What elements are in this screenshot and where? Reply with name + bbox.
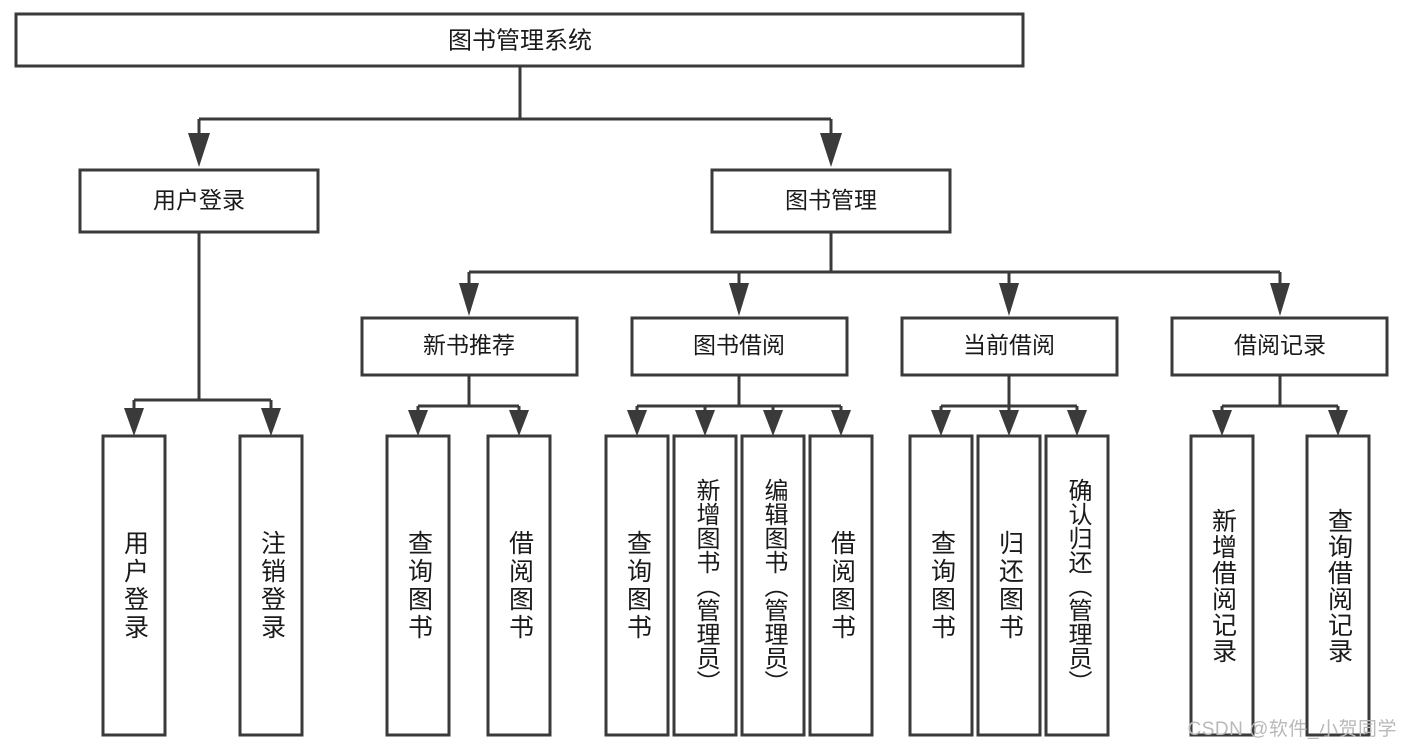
node-user-login-label: 用户登录 [153, 187, 245, 213]
node-leaf-return-book[interactable] [976, 434, 1042, 737]
arrow-head-book-management [820, 133, 842, 167]
arrow-head-user-login [188, 133, 210, 167]
connector-group-borrow-record [1212, 375, 1348, 436]
node-current-borrow-label: 当前借阅 [963, 332, 1055, 358]
connector-group-current-borrow [931, 375, 1087, 436]
arrow-head-leaf-query-record [1328, 410, 1348, 436]
arrow-head-leaf-add-book [695, 410, 715, 436]
node-current-borrow[interactable] [900, 316, 1119, 377]
node-leaf-borrow-book-1[interactable] [486, 434, 552, 737]
node-leaf-query-book-3[interactable] [908, 434, 974, 737]
node-leaf-borrow-book-2[interactable] [808, 434, 874, 737]
arrow-head-leaf-query-book-3 [931, 410, 951, 436]
arrow-head-leaf-add-record [1212, 410, 1232, 436]
arrow-head-new-book-recommend [459, 283, 479, 316]
node-leaf-user-login[interactable] [101, 434, 167, 737]
node-leaf-edit-book[interactable] [740, 434, 806, 737]
node-leaf-user-logout[interactable] [238, 434, 304, 737]
node-book-borrow[interactable] [630, 316, 849, 377]
arrow-head-leaf-confirm-return [1067, 410, 1087, 436]
node-borrow-record-label: 借阅记录 [1234, 332, 1326, 358]
node-leaf-add-record[interactable] [1189, 434, 1255, 737]
arrow-head-leaf-user-logout [261, 408, 281, 436]
connector-group-book-borrow [627, 375, 851, 436]
arrow-head-borrow-record [1270, 283, 1290, 316]
node-leaf-query-book-1[interactable] [385, 434, 451, 737]
csdn-watermark: CSDN @软件_小贺同学 [1187, 719, 1397, 740]
arrow-head-leaf-borrow-book-1 [509, 410, 529, 436]
node-book-management-label: 图书管理 [785, 187, 877, 213]
node-leaf-add-book[interactable] [672, 434, 738, 737]
node-root[interactable] [14, 12, 1025, 68]
connector-group-new-book-recommend [408, 375, 529, 436]
arrow-head-leaf-query-book-1 [408, 410, 428, 436]
arrow-head-leaf-edit-book [763, 410, 783, 436]
node-book-management[interactable] [710, 168, 952, 234]
arrow-head-leaf-borrow-book-2 [831, 410, 851, 436]
connector-group-user-login [124, 232, 281, 436]
node-new-book-recommend[interactable] [360, 316, 579, 377]
connector-group-book-management [459, 232, 1290, 316]
node-user-login[interactable] [78, 168, 320, 234]
arrow-head-leaf-user-login [124, 408, 144, 436]
node-leaf-query-book-2[interactable] [604, 434, 670, 737]
node-leaf-query-record[interactable] [1305, 434, 1371, 737]
connector-group-root [188, 66, 842, 167]
node-borrow-record[interactable] [1170, 316, 1389, 377]
arrow-head-current-borrow [999, 283, 1019, 316]
arrow-head-leaf-query-book-2 [627, 410, 647, 436]
node-book-borrow-label: 图书借阅 [693, 332, 785, 358]
node-root-label: 图书管理系统 [448, 27, 592, 54]
node-leaf-confirm-return[interactable] [1044, 434, 1110, 737]
arrow-head-leaf-return-book [999, 410, 1019, 436]
node-new-book-recommend-label: 新书推荐 [423, 332, 515, 358]
arrow-head-book-borrow [729, 283, 749, 316]
